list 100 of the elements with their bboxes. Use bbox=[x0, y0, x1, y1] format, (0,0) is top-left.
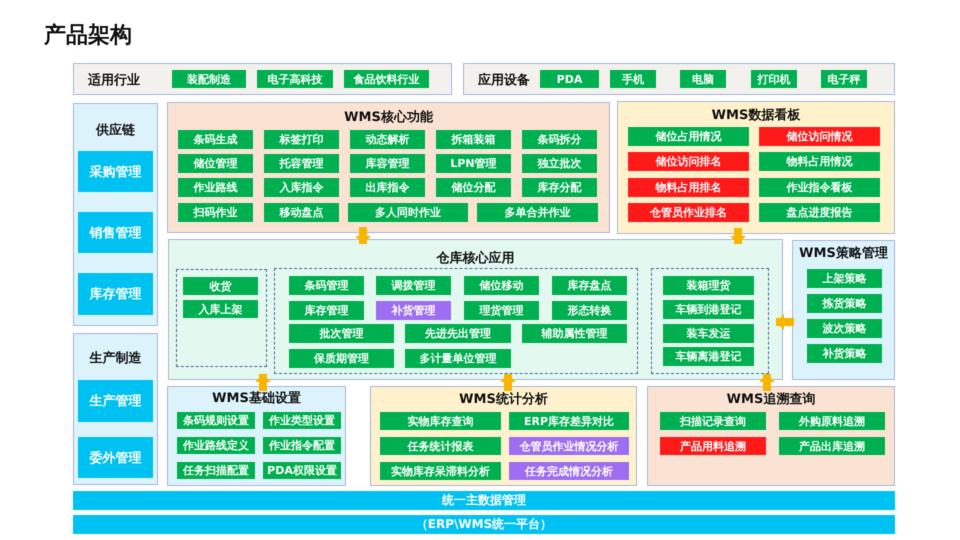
module-tile: 任务扫描配置 bbox=[177, 462, 255, 479]
panel-heading: WMS统计分析 bbox=[458, 390, 549, 408]
section-panel bbox=[792, 240, 895, 380]
module-tile: 作业类型设置 bbox=[263, 412, 341, 429]
block-arrow bbox=[355, 227, 371, 244]
module-tile: 装配制造 bbox=[172, 70, 246, 88]
module-tile: 入库指令 bbox=[264, 178, 339, 197]
module-tile: 储位访问情况 bbox=[759, 127, 880, 146]
panel-heading: WMS基础设置 bbox=[211, 390, 302, 407]
module-tile: 出库指令 bbox=[350, 178, 425, 197]
module-tile: 标签打印 bbox=[264, 130, 339, 149]
module-tile: 实物库存查询 bbox=[380, 412, 501, 430]
block-arrow bbox=[730, 228, 746, 244]
module-tile: 物料占用情况 bbox=[759, 152, 880, 171]
module-tile: 物料占用排名 bbox=[628, 178, 749, 197]
module-tile: 拆箱装箱 bbox=[436, 130, 511, 149]
module-tile: 装车发运 bbox=[663, 324, 754, 343]
module-tile: 条码生成 bbox=[178, 130, 253, 149]
panel-heading: 适用行业 bbox=[88, 72, 140, 90]
module-tile: 扫码作业 bbox=[178, 203, 253, 222]
module-tile: 车辆离港登记 bbox=[663, 347, 754, 366]
section-panel bbox=[73, 63, 452, 95]
module-tile: 多单合并作业 bbox=[477, 203, 598, 222]
module-tile: 电子秤 bbox=[821, 70, 867, 88]
panel-heading: WMS策略管理 bbox=[798, 245, 889, 262]
module-tile: 任务统计报表 bbox=[380, 437, 501, 455]
module-tile: 作业指令配置 bbox=[263, 437, 341, 454]
panel-heading: WMS核心功能 bbox=[343, 108, 434, 126]
module-tile: 储位分配 bbox=[436, 178, 511, 197]
section-panel bbox=[647, 386, 895, 486]
block-arrow bbox=[255, 374, 271, 391]
block-arrow bbox=[500, 374, 516, 391]
module-tile: 补货管理 bbox=[376, 301, 451, 320]
module-tile: 调拨管理 bbox=[376, 276, 451, 295]
module-tile: 储位占用情况 bbox=[628, 127, 749, 146]
module-tile: 电脑 bbox=[680, 70, 726, 88]
module-tile: 条码拆分 bbox=[522, 130, 597, 149]
panel-heading: 供应链 bbox=[94, 122, 136, 139]
module-tile: 上架策略 bbox=[807, 269, 882, 288]
module-tile: 产品用料追溯 bbox=[660, 437, 766, 455]
module-tile: 仓管员作业排名 bbox=[628, 203, 749, 222]
module-tile: 补货策略 bbox=[807, 344, 882, 363]
module-tile: 盘点进度报告 bbox=[759, 203, 880, 222]
module-tile: 储位移动 bbox=[464, 276, 539, 295]
block-arrow bbox=[759, 374, 775, 391]
module-tile: 仓管员作业情况分析 bbox=[509, 437, 629, 455]
module-tile: 条码管理 bbox=[289, 276, 364, 295]
module-tile: PDA bbox=[540, 70, 599, 88]
module-tile: 库存管理 bbox=[289, 301, 364, 320]
diagram-title: 产品架构 bbox=[44, 22, 132, 50]
module-tile: 移动盘点 bbox=[264, 203, 339, 222]
section-panel bbox=[73, 103, 158, 326]
module-tile: 外购原料追溯 bbox=[779, 412, 885, 430]
module-tile: PDA权限设置 bbox=[263, 462, 341, 479]
module-tile: 动态解析 bbox=[350, 130, 425, 149]
module-tile: 保质期管理 bbox=[289, 349, 394, 368]
module-tile: 食品饮料行业 bbox=[344, 70, 429, 88]
module-tile: 批次管理 bbox=[289, 324, 394, 343]
module-tile: 产品出库追溯 bbox=[779, 437, 885, 455]
section-panel bbox=[167, 102, 610, 233]
module-tile: 理货管理 bbox=[464, 301, 539, 320]
module-tile: 销售管理 bbox=[78, 212, 153, 253]
module-tile: 作业路线 bbox=[178, 178, 253, 197]
panel-heading: WMS追溯查询 bbox=[726, 391, 816, 408]
module-tile: 车辆到港登记 bbox=[663, 300, 754, 319]
module-tile: 多人同时作业 bbox=[348, 203, 468, 222]
module-tile: 采购管理 bbox=[78, 151, 153, 192]
module-tile: 条码规则设置 bbox=[177, 412, 255, 429]
module-tile: 任务完成情况分析 bbox=[509, 462, 629, 480]
panel-heading: WMS数据看板 bbox=[710, 107, 802, 124]
module-tile: 作业路线定义 bbox=[177, 437, 255, 454]
module-tile: 库容管理 bbox=[350, 154, 425, 173]
module-tile: 电子高科技 bbox=[257, 70, 333, 88]
panel-heading: 仓库核心应用 bbox=[435, 250, 516, 267]
module-tile: 波次策略 bbox=[807, 319, 882, 338]
module-tile: 生产管理 bbox=[78, 380, 153, 422]
module-tile: 形态转换 bbox=[552, 301, 627, 320]
module-tile: 库存盘点 bbox=[552, 276, 627, 295]
module-tile: 多计量单位管理 bbox=[405, 349, 511, 368]
module-tile: 拣货策略 bbox=[807, 294, 882, 313]
section-panel bbox=[617, 101, 895, 234]
dashed-group bbox=[274, 268, 638, 374]
module-tile: 储位管理 bbox=[178, 154, 253, 173]
module-tile: ERP库存差异对比 bbox=[509, 412, 629, 430]
platform-bar: 统一主数据管理 bbox=[73, 491, 895, 510]
platform-bar: （ERP\WMS统一平台） bbox=[73, 515, 895, 534]
panel-heading: 生产制造 bbox=[88, 350, 142, 367]
module-tile: 辅助属性管理 bbox=[522, 324, 627, 343]
module-tile: 委外管理 bbox=[78, 437, 153, 478]
module-tile: 扫描记录查询 bbox=[660, 412, 766, 430]
panel-heading: 应用设备 bbox=[478, 72, 530, 90]
module-tile: 手机 bbox=[610, 70, 656, 88]
module-tile: 收货 bbox=[183, 277, 258, 295]
block-arrow bbox=[776, 314, 794, 330]
section-panel bbox=[463, 63, 895, 95]
section-panel bbox=[370, 386, 637, 486]
section-panel bbox=[73, 333, 158, 485]
module-tile: 入库上架 bbox=[183, 300, 258, 318]
module-tile: 储位访问排名 bbox=[628, 152, 749, 171]
module-tile: 实物库存呆滞料分析 bbox=[380, 462, 501, 480]
